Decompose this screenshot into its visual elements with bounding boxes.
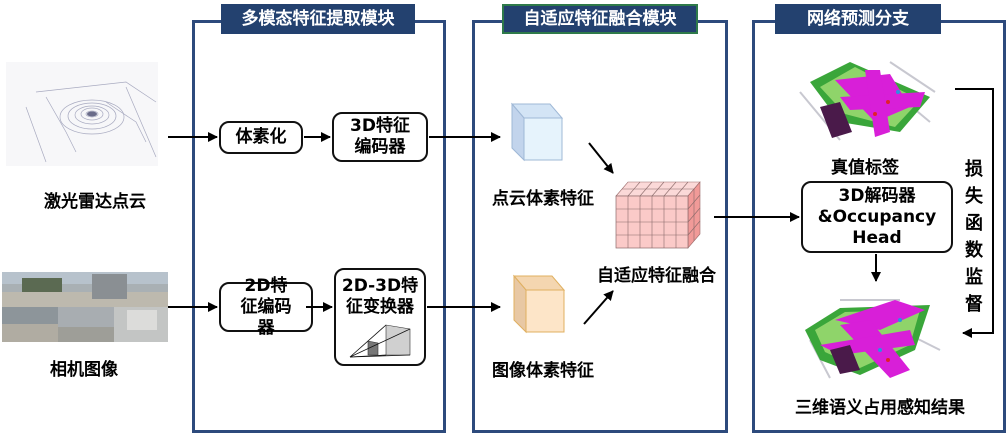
decoder-label-1: 3D解码器 xyxy=(838,185,916,206)
feature-extraction-panel xyxy=(192,20,446,433)
feature-extraction-title: 多模态特征提取模块 xyxy=(221,4,415,34)
encoder-3d-label-2: 编码器 xyxy=(354,137,406,157)
image-voxel-cube xyxy=(512,274,566,334)
encoder-2d-node: 2D特 征编码 器 xyxy=(219,276,313,338)
lidar-pointcloud-image xyxy=(6,62,158,166)
encoder-3d-label-1: 3D特征 xyxy=(350,116,410,136)
loss-char: 监 xyxy=(965,267,983,288)
loss-char: 数 xyxy=(965,240,983,261)
pointcloud-voxel-cube xyxy=(510,102,564,162)
transformer-label-2: 征变换器 xyxy=(346,297,414,317)
predicted-occupancy-image xyxy=(800,290,950,380)
decoder-occupancy-head-node: 3D解码器 &Occupancy Head xyxy=(801,181,953,253)
image-voxel-label: 图像体素特征 xyxy=(492,361,594,381)
transformer-label-1: 2D-3D特 xyxy=(341,276,419,296)
fused-voxel-grid xyxy=(615,181,701,249)
loss-char: 函 xyxy=(965,213,983,234)
loss-char: 督 xyxy=(965,294,983,315)
loss-char: 失 xyxy=(965,186,983,207)
encoder-2d-label-1: 2D特 xyxy=(244,275,288,296)
loss-supervision-label: 损 失 函 数 监 督 xyxy=(963,156,985,318)
pointcloud-voxel-label: 点云体素特征 xyxy=(492,189,594,209)
fusion-label: 自适应特征融合 xyxy=(597,266,716,286)
camera-image xyxy=(2,272,168,342)
camera-label: 相机图像 xyxy=(50,360,118,380)
fusion-title: 自适应特征融合模块 xyxy=(502,4,698,34)
prediction-title: 网络预测分支 xyxy=(775,4,941,34)
encoder-2d-label-3: 器 xyxy=(257,317,275,338)
ground-truth-label: 真值标签 xyxy=(831,158,899,178)
decoder-label-2: &Occupancy xyxy=(817,206,937,227)
encoder-3d-node: 3D特征 编码器 xyxy=(332,112,428,162)
encoder-2d-label-2: 征编码 xyxy=(240,296,292,317)
ground-truth-occupancy-image xyxy=(780,52,940,144)
view-frustum-icon xyxy=(349,324,411,358)
result-label: 三维语义占用感知结果 xyxy=(795,398,965,418)
voxelize-label: 体素化 xyxy=(235,127,287,147)
decoder-label-3: Head xyxy=(852,227,902,248)
loss-char: 损 xyxy=(965,159,983,180)
lidar-label: 激光雷达点云 xyxy=(44,192,146,212)
voxelize-node: 体素化 xyxy=(219,121,303,154)
transformer-2d3d-node: 2D-3D特 征变换器 xyxy=(334,268,426,366)
